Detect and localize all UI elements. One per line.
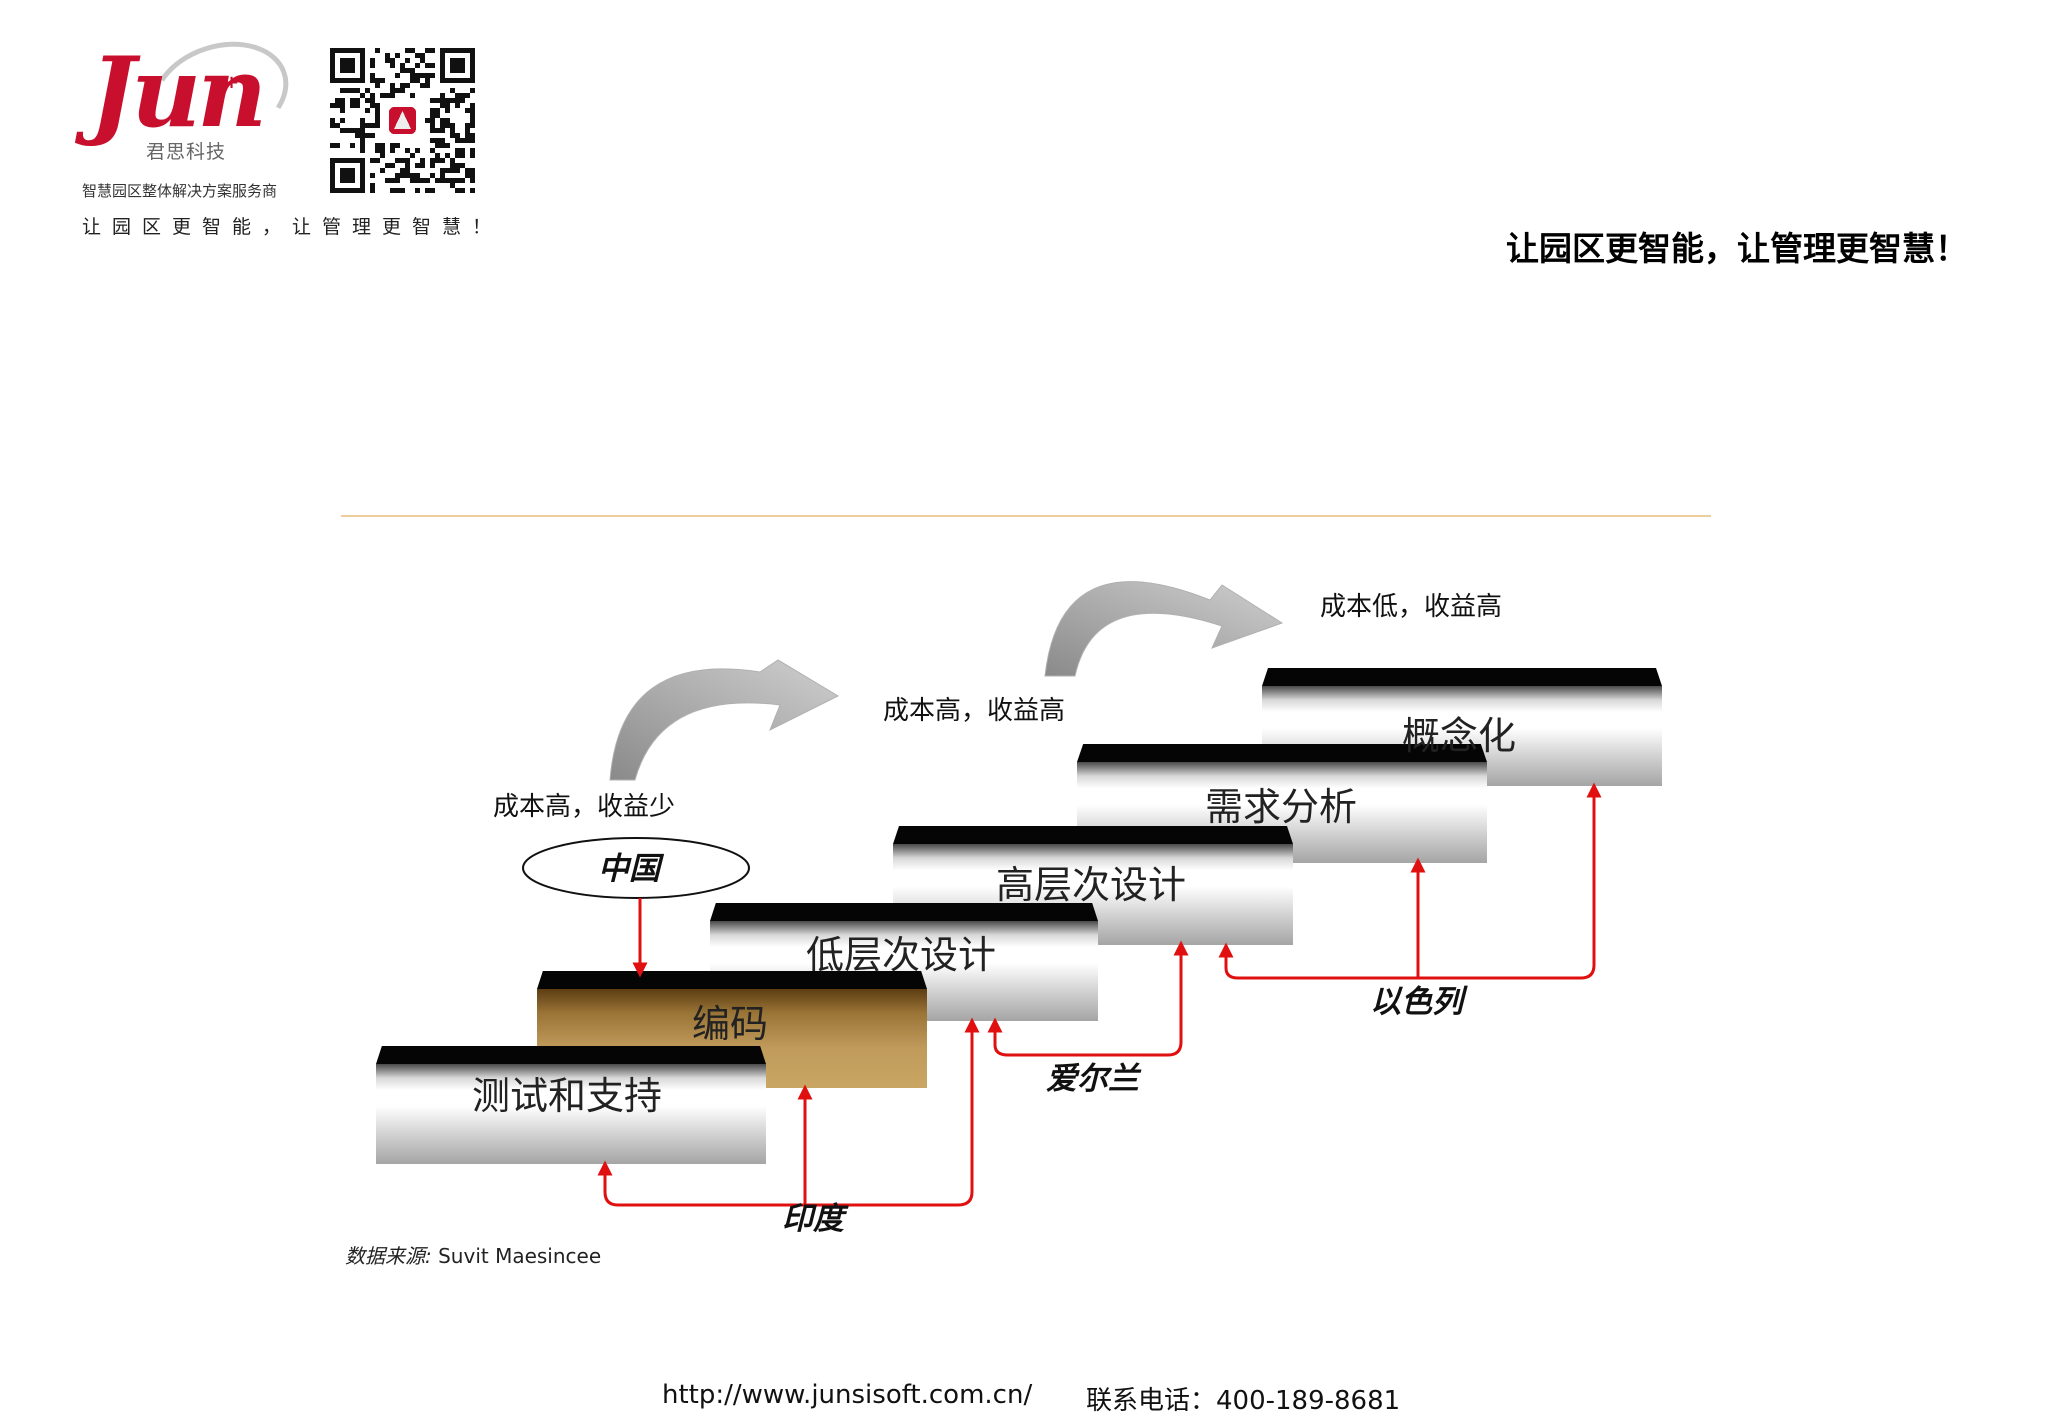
footer-phone: 联系电话：400-189-8681 xyxy=(1086,1386,1401,1416)
country-china: 中国 xyxy=(598,851,660,887)
step-label-coding: 编码 xyxy=(692,1002,769,1046)
step-requirements xyxy=(1077,744,1487,863)
curve-arrow-left xyxy=(609,659,840,781)
step-label-high-level-design: 高层次设计 xyxy=(996,863,1187,907)
step-testing-support xyxy=(376,1046,766,1164)
country-india: 印度 xyxy=(782,1201,844,1237)
data-source-author: Suvit Maesincee xyxy=(438,1244,602,1268)
cost-label-high-low: 成本高，收益少 xyxy=(493,792,676,822)
footer-url[interactable]: http://www.junsisoft.com.cn/ xyxy=(662,1380,1033,1410)
step-label-requirements: 需求分析 xyxy=(1205,785,1358,829)
company-logo: Jun xyxy=(90,36,267,149)
header-slogan: 让园区更智能，让管理更智慧！ xyxy=(1506,229,1968,268)
data-source-prefix: 数据来源: xyxy=(345,1244,432,1268)
step-label-testing-support: 测试和支持 xyxy=(472,1074,663,1118)
company-tagline: 智慧园区整体解决方案服务商 xyxy=(82,182,278,200)
country-israel: 以色列 xyxy=(1370,984,1463,1020)
qr-code-image xyxy=(330,48,475,193)
china-ellipse xyxy=(522,837,750,899)
slogan-spaced: 让园区更智能，让管理更智慧！ xyxy=(82,216,503,238)
cost-label-low-high: 成本低，收益高 xyxy=(1320,592,1503,622)
step-label-concept: 概念化 xyxy=(1402,714,1517,758)
ireland-route xyxy=(993,940,1189,1057)
data-source: 数据来源: Suvit Maesincee xyxy=(345,1240,601,1269)
logo-chinese-name: 君思科技 xyxy=(146,141,227,163)
divider-line xyxy=(341,515,1711,517)
cost-label-high-high: 成本高，收益高 xyxy=(883,696,1066,726)
logo-plus-mark: + xyxy=(224,72,240,93)
step-label-low-level-design: 低层次设计 xyxy=(806,933,997,977)
curve-arrow-right xyxy=(1044,581,1284,677)
israel-route xyxy=(1224,782,1602,980)
india-route xyxy=(603,1017,980,1207)
country-ireland: 爱尔兰 xyxy=(1046,1061,1139,1097)
